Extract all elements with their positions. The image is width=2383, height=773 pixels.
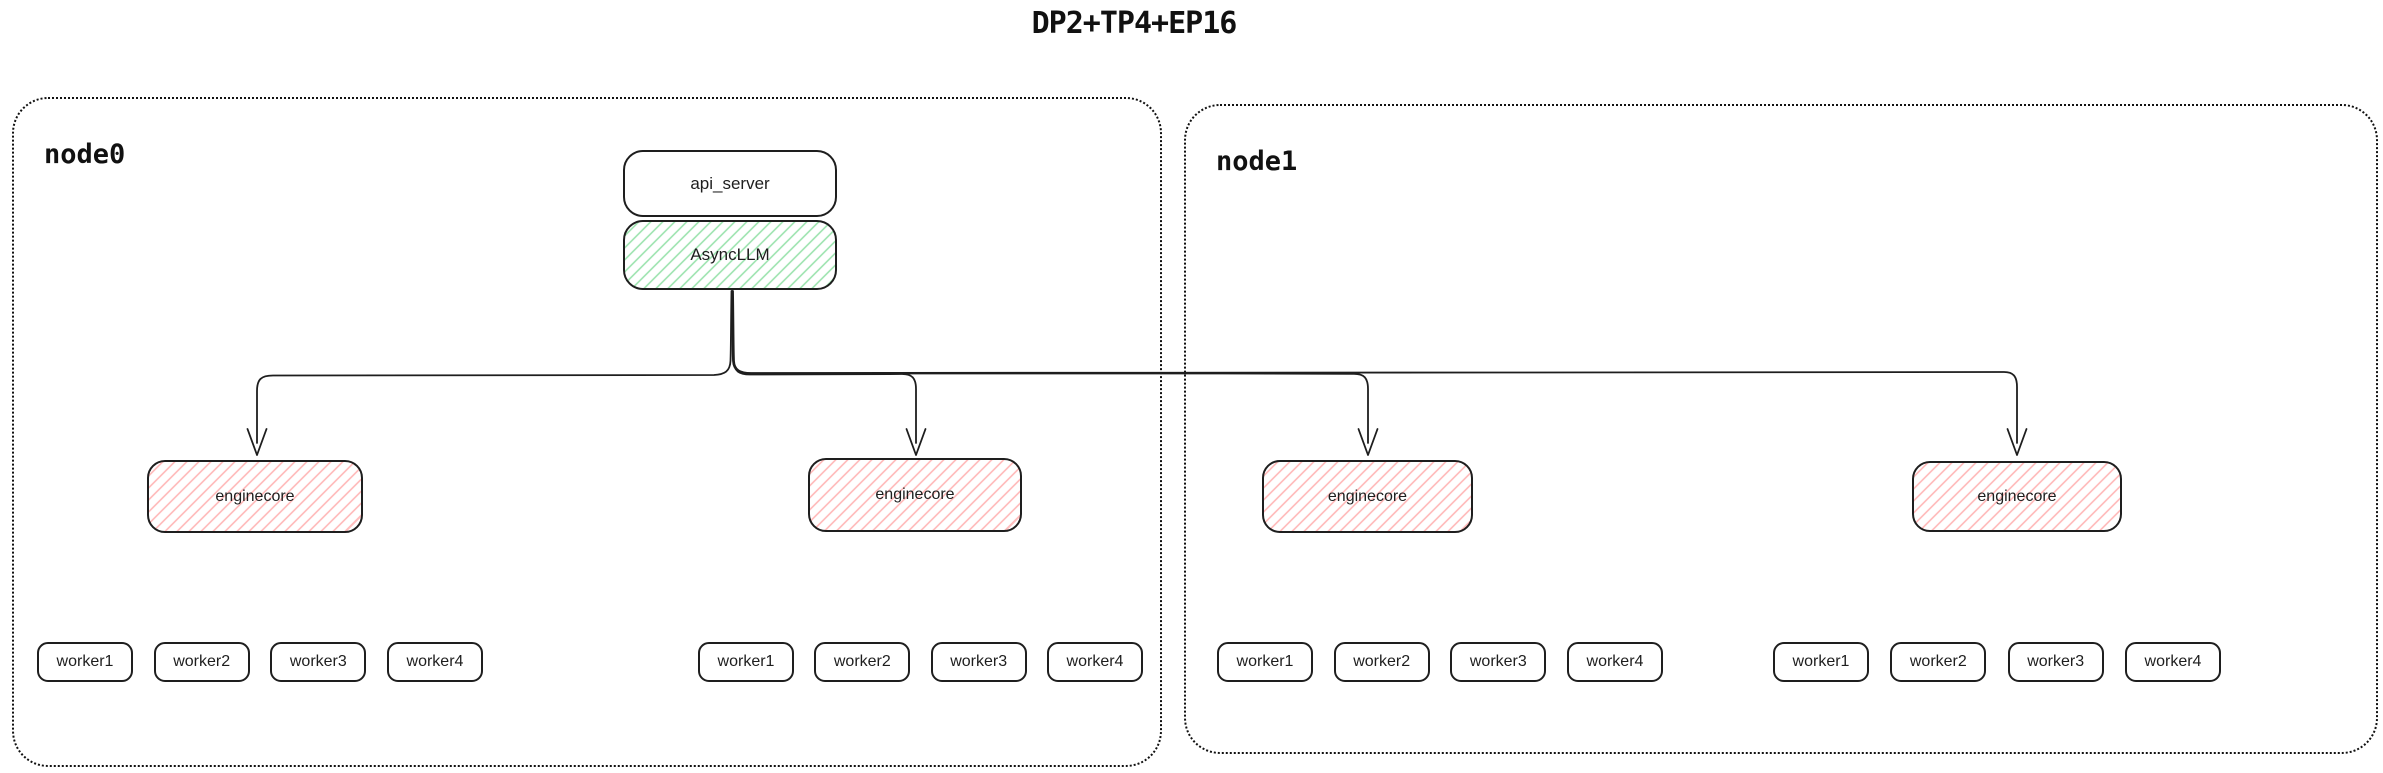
enginecore-box-1: enginecore <box>147 460 363 533</box>
worker-chip: worker4 <box>386 642 483 682</box>
worker-chip: worker2 <box>814 642 911 682</box>
enginecore-label: enginecore <box>215 487 295 505</box>
worker-chip: worker1 <box>698 642 794 682</box>
worker-chip: worker3 <box>2007 642 2104 682</box>
worker-chip: worker1 <box>37 642 133 682</box>
worker-chip: worker2 <box>1890 642 1987 682</box>
asyncllm-box: AsyncLLM <box>623 220 837 290</box>
enginecore-label: enginecore <box>1327 487 1408 505</box>
worker-chip: worker2 <box>153 642 250 682</box>
node0-label: node0 <box>44 139 126 170</box>
enginecore-box-3: enginecore <box>1262 460 1473 533</box>
worker-row-1: worker1 worker2 worker3 worker4 <box>37 642 483 682</box>
enginecore-box-2: enginecore <box>808 458 1022 532</box>
worker-chip: worker1 <box>1773 642 1869 682</box>
asyncllm-label: AsyncLLM <box>690 245 770 264</box>
worker-row-3: worker1 worker2 worker3 worker4 <box>1217 642 1663 682</box>
worker-row-4: worker1 worker2 worker3 worker4 <box>1773 642 2221 682</box>
worker-chip: worker4 <box>2124 642 2221 682</box>
worker-chip: worker2 <box>1333 642 1430 682</box>
worker-chip: worker3 <box>930 642 1027 682</box>
enginecore-label: enginecore <box>1977 487 2057 505</box>
api-server-box: api_server <box>623 150 837 217</box>
enginecore-box-4: enginecore <box>1912 461 2122 532</box>
worker-chip: worker1 <box>1217 642 1313 682</box>
worker-chip: worker4 <box>1046 642 1143 682</box>
diagram-title: DP2+TP4+EP16 <box>1031 6 1238 41</box>
worker-row-2: worker1 worker2 worker3 worker4 <box>698 642 1143 682</box>
worker-chip: worker3 <box>1450 642 1547 682</box>
node1-label: node1 <box>1216 146 1298 177</box>
enginecore-label: enginecore <box>875 486 955 503</box>
worker-chip: worker3 <box>270 642 367 682</box>
worker-chip: worker4 <box>1566 642 1663 682</box>
api-server-label: api_server <box>690 173 770 193</box>
